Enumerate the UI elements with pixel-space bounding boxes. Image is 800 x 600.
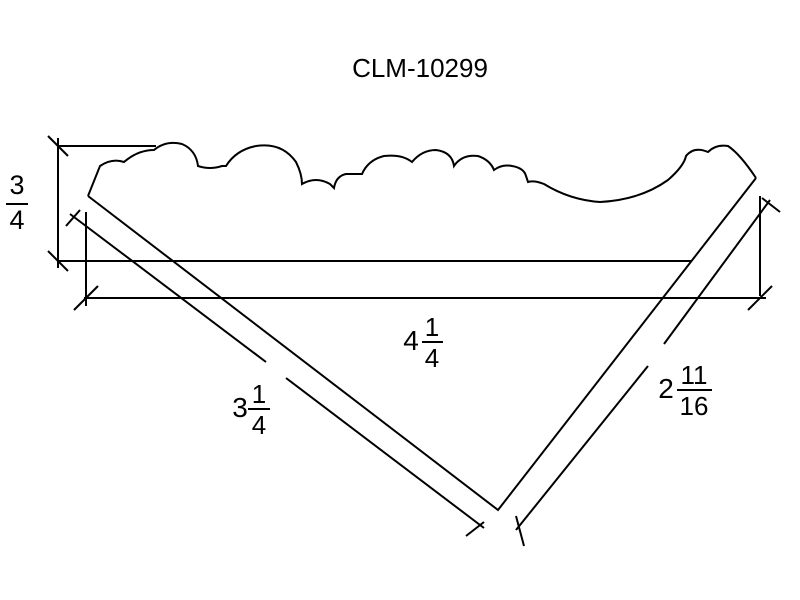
dimension-line [515, 365, 649, 531]
tick-mark [761, 197, 781, 213]
fraction-numerator: 1 [252, 379, 266, 409]
dimension-line [285, 377, 485, 529]
right-face-dimension: 2 11 16 [515, 197, 781, 547]
width-dimension: 4 1 4 [73, 196, 773, 373]
fraction-denominator: 4 [9, 205, 24, 235]
tick-mark [465, 521, 485, 537]
right-face-label: 2 11 16 [658, 360, 712, 421]
profile-back-edges [87, 177, 757, 512]
profile-outline [87, 141, 757, 512]
decorative-top-edge [87, 141, 757, 204]
dimension-line [663, 199, 771, 345]
fraction-numerator: 3 [9, 170, 24, 200]
fraction-whole: 2 [658, 373, 674, 404]
tick-mark [747, 285, 773, 311]
fraction-denominator: 4 [425, 343, 439, 373]
left-face-dimension: 3 1 4 [65, 209, 485, 537]
fraction-numerator: 11 [681, 360, 708, 390]
fraction-numerator: 1 [425, 312, 439, 342]
tick-mark [47, 250, 69, 272]
tick-mark [47, 135, 69, 157]
thickness-dimension: 3 4 [6, 135, 156, 272]
width-label: 4 1 4 [403, 312, 443, 373]
fraction-denominator: 4 [252, 410, 266, 440]
left-face-label: 3 1 4 [232, 379, 270, 440]
drawing-title: CLM-10299 [352, 53, 488, 83]
fraction-denominator: 16 [680, 391, 709, 421]
fraction-whole: 3 [232, 392, 248, 423]
fraction-whole: 4 [403, 325, 419, 356]
thickness-label: 3 4 [6, 170, 28, 235]
dimension-line [69, 213, 267, 363]
tick-mark [65, 209, 81, 227]
tick-mark [515, 515, 525, 547]
tick-mark [73, 285, 99, 311]
